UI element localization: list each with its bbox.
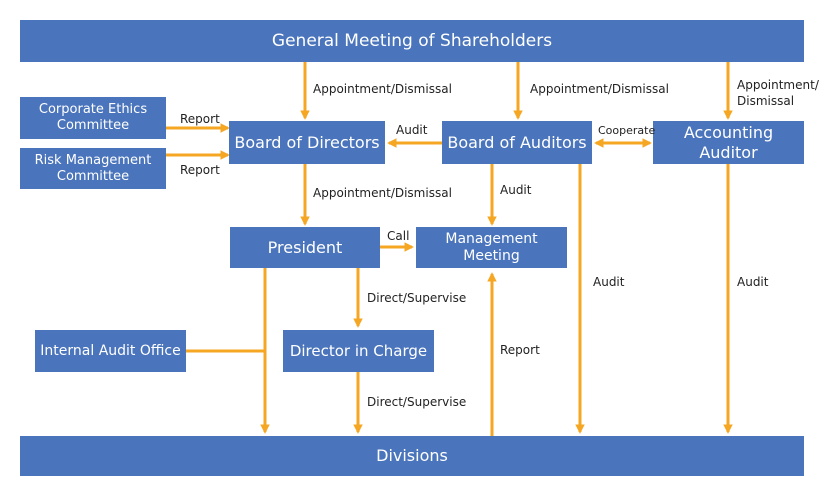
risk-committee-box: Risk Management Committee xyxy=(20,148,166,189)
shareholders-label: General Meeting of Shareholders xyxy=(271,30,553,51)
label-appoint-president: Appointment/Dismissal xyxy=(313,186,452,200)
label-audit-divisions-auditors: Audit xyxy=(593,275,625,289)
divisions-box: Divisions xyxy=(20,436,804,476)
label-cooperate: Cooperate xyxy=(598,124,656,137)
label-direct-supervise-1: Direct/Supervise xyxy=(367,291,467,305)
label-audit-divisions-accounting: Audit xyxy=(737,275,769,289)
ethics-committee-box: Corporate Ethics Committee xyxy=(20,97,166,139)
label-appoint-accounting-1: Appointment/ xyxy=(737,78,819,92)
board-of-directors-box: Board of Directors xyxy=(229,121,385,164)
internal-audit-office-box: Internal Audit Office xyxy=(35,330,186,372)
accounting-auditor-box: Accounting Auditor xyxy=(653,121,804,164)
risk-committee-label: Risk Management Committee xyxy=(34,152,152,184)
board-of-auditors-label: Board of Auditors xyxy=(447,132,587,152)
board-of-auditors-box: Board of Auditors xyxy=(442,121,592,164)
president-box: President xyxy=(230,227,380,268)
management-meeting-box: Management Meeting xyxy=(416,227,567,268)
label-report-ethics: Report xyxy=(180,112,220,126)
director-in-charge-label: Director in Charge xyxy=(289,342,428,360)
label-appoint-auditors: Appointment/Dismissal xyxy=(530,82,669,96)
director-in-charge-box: Director in Charge xyxy=(283,330,434,372)
label-appoint-board: Appointment/Dismissal xyxy=(313,82,452,96)
board-of-directors-label: Board of Directors xyxy=(234,132,380,152)
management-meeting-label: Management Meeting xyxy=(445,230,538,264)
internal-audit-office-label: Internal Audit Office xyxy=(40,342,181,359)
label-audit-mgmt: Audit xyxy=(500,183,532,197)
shareholders-box: General Meeting of Shareholders xyxy=(20,20,804,62)
label-direct-supervise-2: Direct/Supervise xyxy=(367,395,467,409)
president-label: President xyxy=(267,237,343,257)
ethics-committee-label: Corporate Ethics Committee xyxy=(38,102,148,133)
label-call: Call xyxy=(387,229,410,243)
accounting-auditor-label: Accounting Auditor xyxy=(683,123,774,162)
label-appoint-accounting-2: Dismissal xyxy=(737,94,795,108)
divisions-label: Divisions xyxy=(376,446,448,466)
label-report-risk: Report xyxy=(180,163,220,177)
label-audit-board: Audit xyxy=(396,123,428,137)
label-report-mgmt: Report xyxy=(500,343,540,357)
